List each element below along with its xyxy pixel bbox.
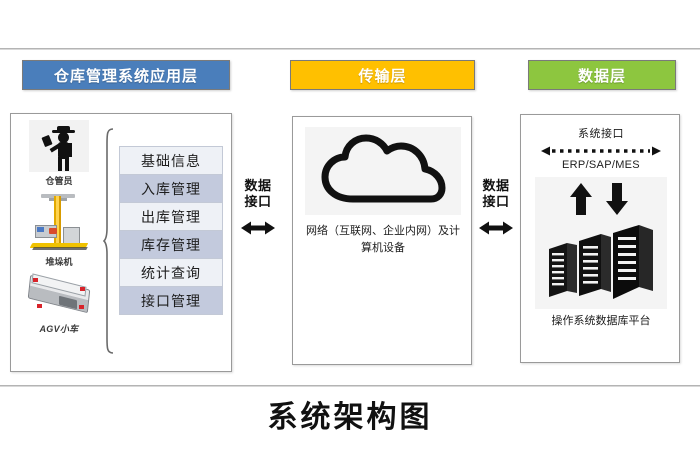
menu-item-statistics-query[interactable]: 统计查询 bbox=[119, 258, 223, 286]
column-header-transport-layer-label: 传输层 bbox=[358, 67, 407, 85]
actor-label-keeper: 仓管员 bbox=[45, 176, 73, 186]
data-layer-caption: 操作系统数据库平台 bbox=[551, 315, 651, 327]
data-layer-panel: 系统接口 ERP/SAP/MES bbox=[520, 114, 680, 363]
menu-item-inbound[interactable]: 入库管理 bbox=[119, 174, 223, 202]
curly-brace-icon bbox=[103, 128, 114, 354]
column-header-data-layer-label: 数据层 bbox=[577, 67, 626, 85]
actor-label-agv: AGV小车 bbox=[39, 324, 79, 334]
menu-item-outbound[interactable]: 出库管理 bbox=[119, 202, 223, 230]
menu-item-basic-info[interactable]: 基础信息 bbox=[119, 146, 223, 174]
bidirectional-arrow-icon bbox=[241, 221, 275, 235]
server-rack-glyph bbox=[549, 225, 653, 299]
column-header-application-layer-label: 仓库管理系统应用层 bbox=[53, 67, 198, 85]
warehouse-keeper-icon bbox=[29, 120, 89, 172]
column-header-data-layer: 数据层 bbox=[528, 60, 676, 90]
stacker-crane-icon bbox=[26, 191, 92, 253]
connector-transport-to-data: 数据 接口 bbox=[474, 178, 518, 236]
dotted-bidirectional-arrow-icon bbox=[541, 146, 661, 156]
actor-label-stacker: 堆垛机 bbox=[45, 257, 73, 267]
connector-2-label-line1: 数据 bbox=[482, 178, 510, 193]
column-header-application-layer: 仓库管理系统应用层 bbox=[22, 60, 230, 90]
column-header-transport-layer: 传输层 bbox=[290, 60, 475, 90]
server-rack-icon bbox=[535, 177, 667, 309]
application-menu-list: 基础信息 入库管理 出库管理 库存管理 统计查询 接口管理 bbox=[119, 146, 223, 315]
agv-cart-icon bbox=[22, 272, 96, 320]
cloud-glyph bbox=[321, 134, 446, 203]
menu-item-inventory[interactable]: 库存管理 bbox=[119, 230, 223, 258]
connector-2-label-line2: 接口 bbox=[482, 194, 510, 209]
actor-list: 仓管员 堆垛机 bbox=[17, 120, 101, 339]
connector-app-to-transport: 数据 接口 bbox=[236, 178, 280, 236]
bottom-divider bbox=[0, 385, 700, 387]
transport-layer-panel: 网络（互联网、企业内网）及计算机设备 bbox=[292, 116, 472, 365]
bidirectional-arrow-icon bbox=[479, 221, 513, 235]
top-divider bbox=[0, 48, 700, 50]
menu-item-interface-mgmt[interactable]: 接口管理 bbox=[119, 286, 223, 315]
data-layer-systems-label: ERP/SAP/MES bbox=[562, 159, 640, 171]
system-interface-label: 系统接口 bbox=[578, 128, 624, 140]
cloud-icon bbox=[305, 127, 461, 215]
application-layer-panel: 仓管员 堆垛机 bbox=[10, 113, 232, 372]
up-down-arrows-icon bbox=[570, 183, 628, 215]
connector-1-label-line2: 接口 bbox=[244, 194, 272, 209]
transport-layer-caption: 网络（互联网、企业内网）及计算机设备 bbox=[306, 225, 460, 254]
figure-title: 系统架构图 bbox=[267, 401, 433, 434]
connector-1-label-line1: 数据 bbox=[244, 178, 272, 193]
